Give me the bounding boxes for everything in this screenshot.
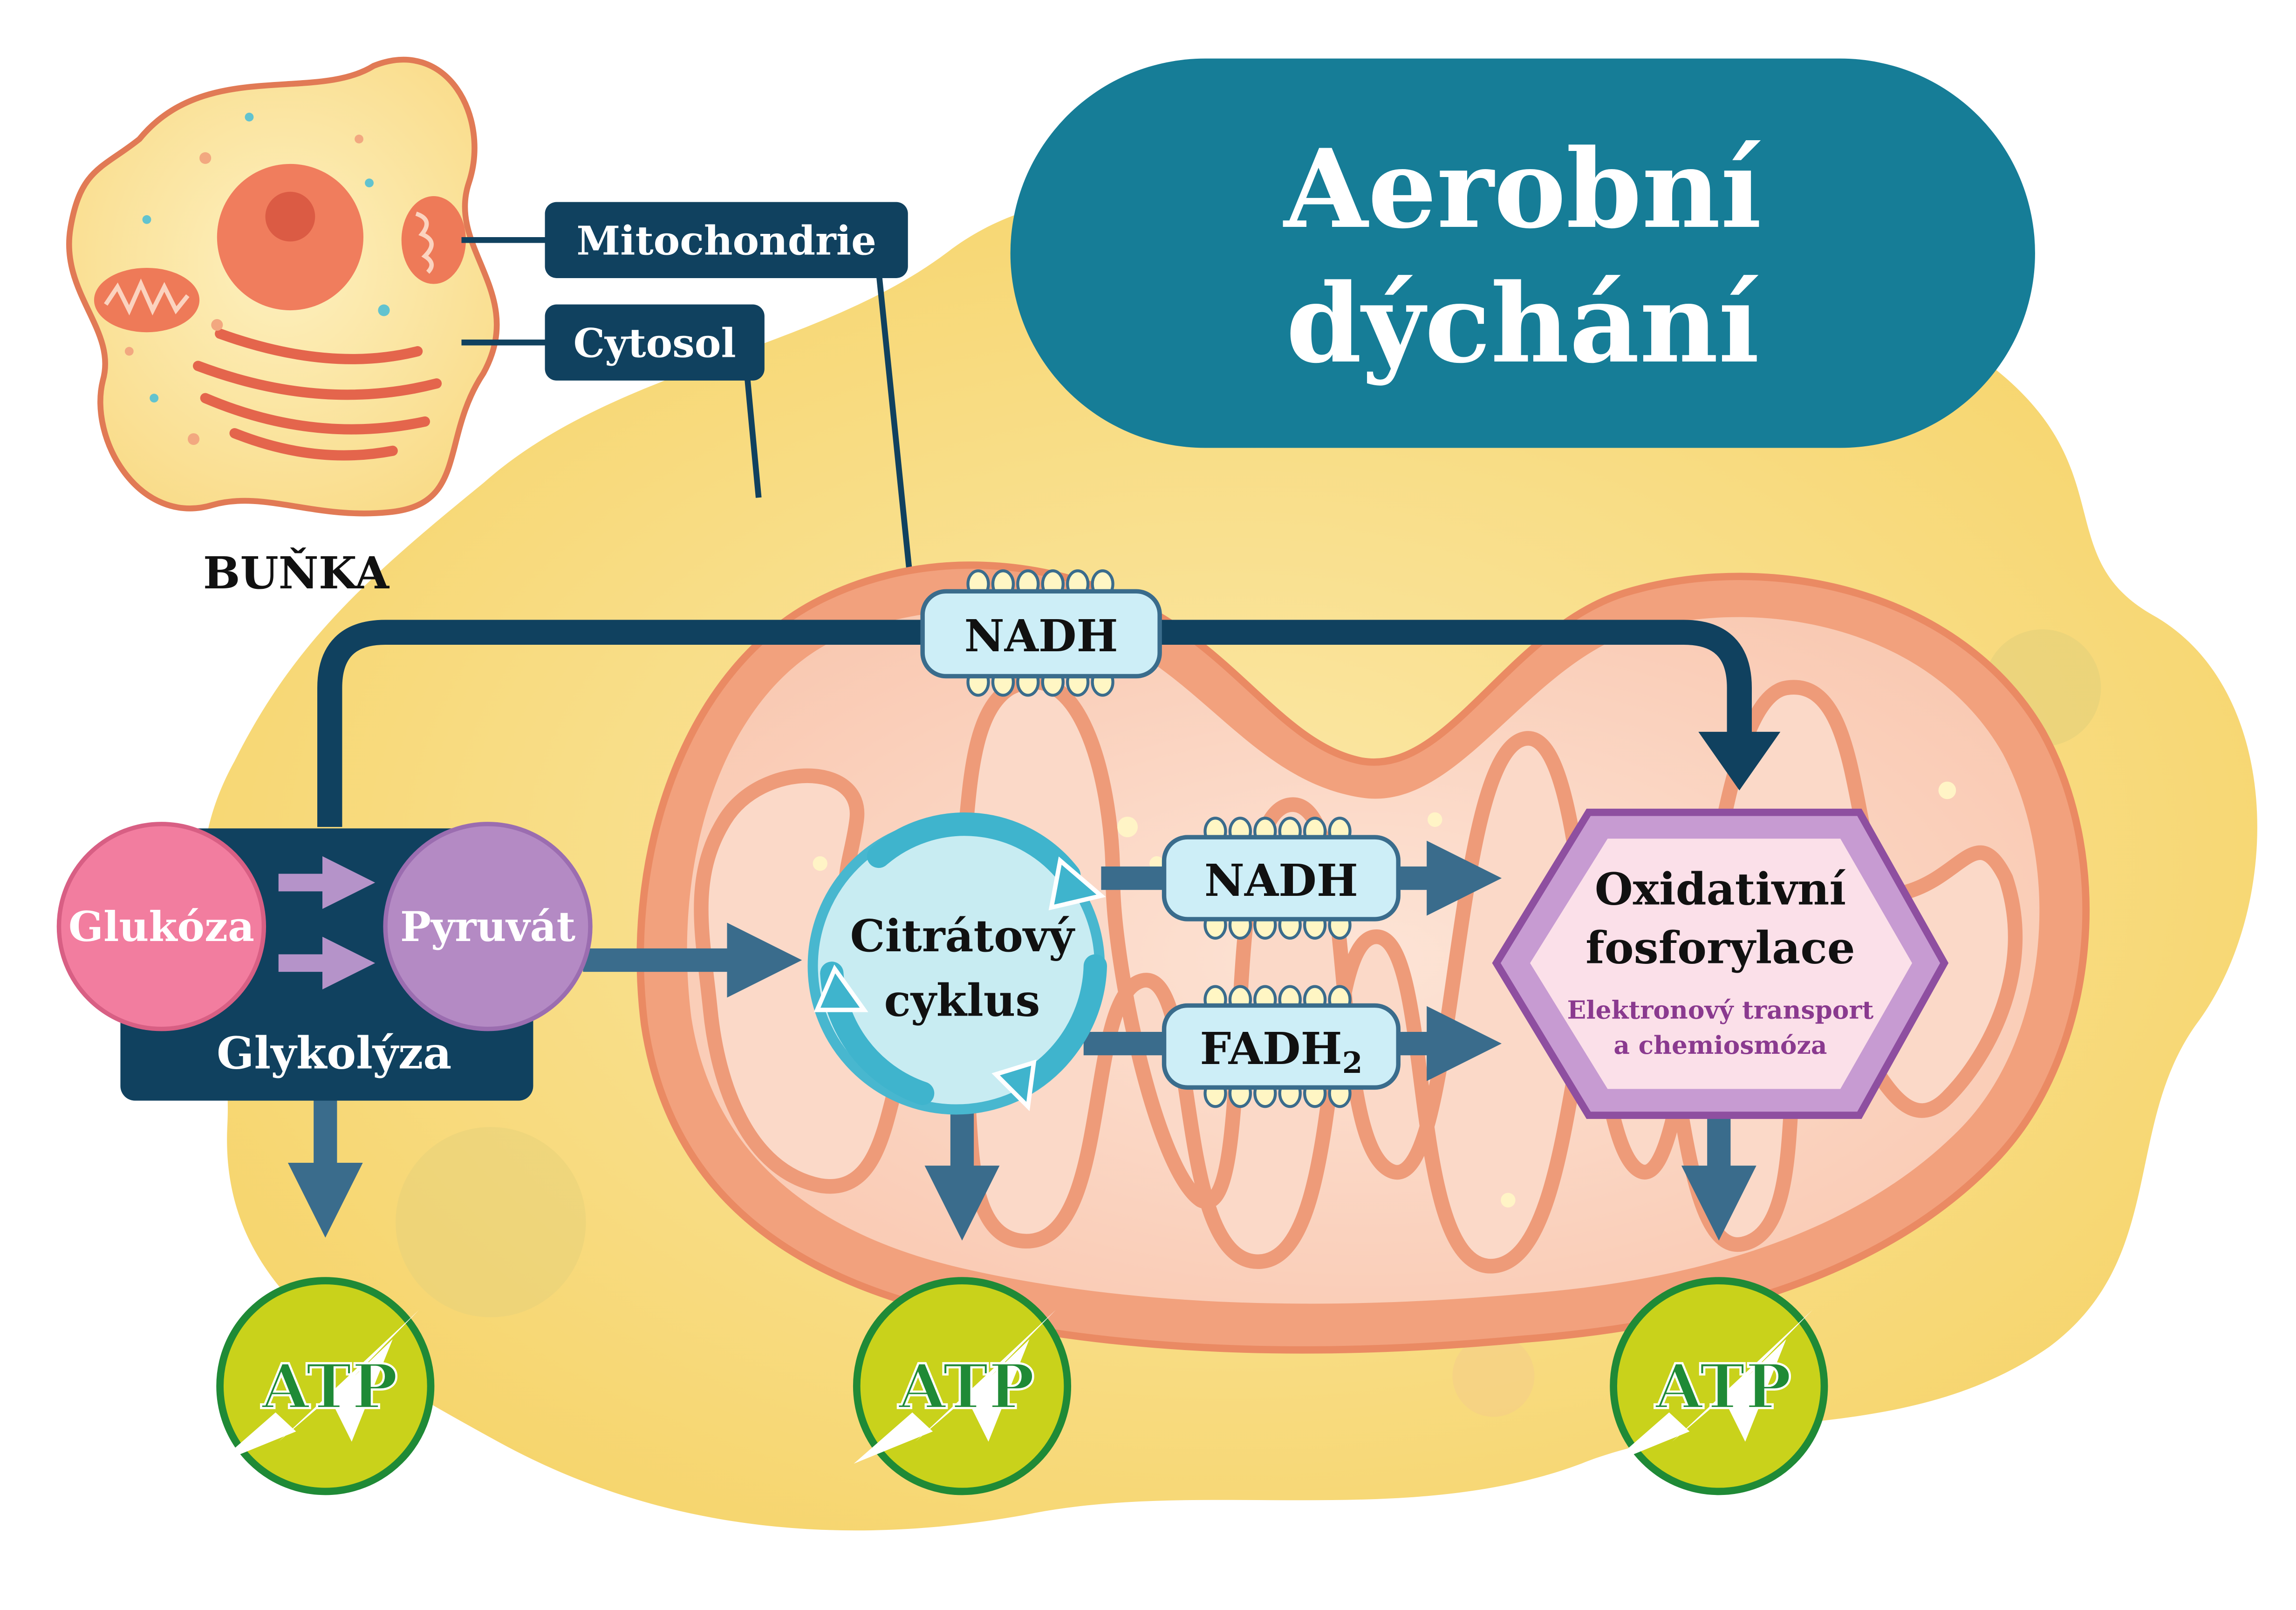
cell-vesicles — [124, 112, 390, 445]
arrowhead-to-oxphos — [1698, 731, 1781, 791]
glycolysis-label: Glykolýza — [217, 1028, 451, 1079]
lightning-tail-icon — [1610, 1412, 1690, 1464]
atp-label: ATP — [260, 1351, 398, 1423]
atp-badge-oxphos: ATP — [1610, 1277, 1828, 1495]
callout-cytosol-box — [545, 304, 765, 381]
nadh-mid-carrier: NADH — [1162, 817, 1401, 940]
fadh2-box — [1162, 1003, 1401, 1090]
cell-mitochondrion-right — [401, 196, 466, 284]
oxphos-label-line2: fosforylace — [1585, 922, 1855, 974]
oxphos-sublabel-line2: a chemiosmóza — [1613, 1030, 1827, 1060]
atp-badge-citrate-cycle: ATP — [853, 1277, 1072, 1495]
nadh-top-label: NADH — [964, 611, 1118, 662]
oxphos-sublabel-line1: Elektronový transport — [1567, 996, 1874, 1025]
citrate-cycle: Citrátový cyklus — [807, 812, 1107, 1115]
fadh2-label-subscript: 2 — [1342, 1045, 1363, 1080]
title-line-2: dýchání — [1286, 260, 1759, 387]
lightning-icon — [915, 1310, 1056, 1442]
atp-badge-glycolysis: ATP — [216, 1277, 435, 1495]
golgi-apparatus — [192, 328, 442, 461]
nadh-mid-label: NADH — [1204, 855, 1358, 907]
lightning-icon — [278, 1310, 419, 1442]
lightning-tail-icon — [217, 1412, 296, 1464]
cell-illustration — [66, 56, 500, 517]
cell-mitochondrion-left — [94, 267, 200, 333]
bg-dot — [396, 1127, 586, 1317]
pyruvate-label: Pyruvát — [400, 902, 576, 951]
fadh2-label: FADH2 — [1200, 1023, 1362, 1080]
glucose-label: Glukóza — [68, 902, 254, 951]
lightning-tail-icon — [854, 1412, 933, 1464]
citrate-cycle-label-line1: Citrátový — [850, 911, 1075, 962]
atp-label: ATP — [897, 1351, 1035, 1423]
pyruvate-node — [383, 822, 593, 1031]
atp-label: ATP — [1654, 1351, 1791, 1423]
mitochondrion-cristae — [694, 675, 2023, 1274]
title-line-1: Aerobní — [1283, 125, 1762, 252]
nadh-mid-box — [1162, 835, 1401, 921]
callout-mitochondria-label: Mitochondrie — [576, 218, 876, 265]
fadh2-carrier: FADH2 — [1162, 985, 1401, 1108]
oxidative-phosphorylation: Oxidativní fosforylace Elektronový trans… — [1492, 808, 1949, 1119]
nadh-top-box — [920, 589, 1162, 679]
citrate-cycle-label-line2: cyklus — [884, 975, 1040, 1026]
cycle-arrow-heads — [813, 856, 1106, 1112]
callout-cytosol-label: Cytosol — [574, 321, 736, 367]
bg-dot — [1452, 1335, 1535, 1417]
nadh-top-carrier: NADH — [920, 569, 1162, 697]
oxphos-hexagon-inner — [1530, 839, 1913, 1089]
fadh2-label-base: FADH — [1200, 1023, 1342, 1075]
cell-label: BUŇKA — [203, 548, 390, 599]
title-banner — [1010, 58, 2035, 448]
callout-mitochondria-box — [545, 202, 908, 278]
glucose-node — [56, 822, 266, 1031]
nucleolus — [265, 191, 315, 242]
callout-lines — [461, 237, 914, 586]
oxphos-label-line1: Oxidativní — [1595, 864, 1846, 915]
lightning-icon — [1672, 1310, 1813, 1442]
glycolysis-arrows — [278, 856, 376, 989]
